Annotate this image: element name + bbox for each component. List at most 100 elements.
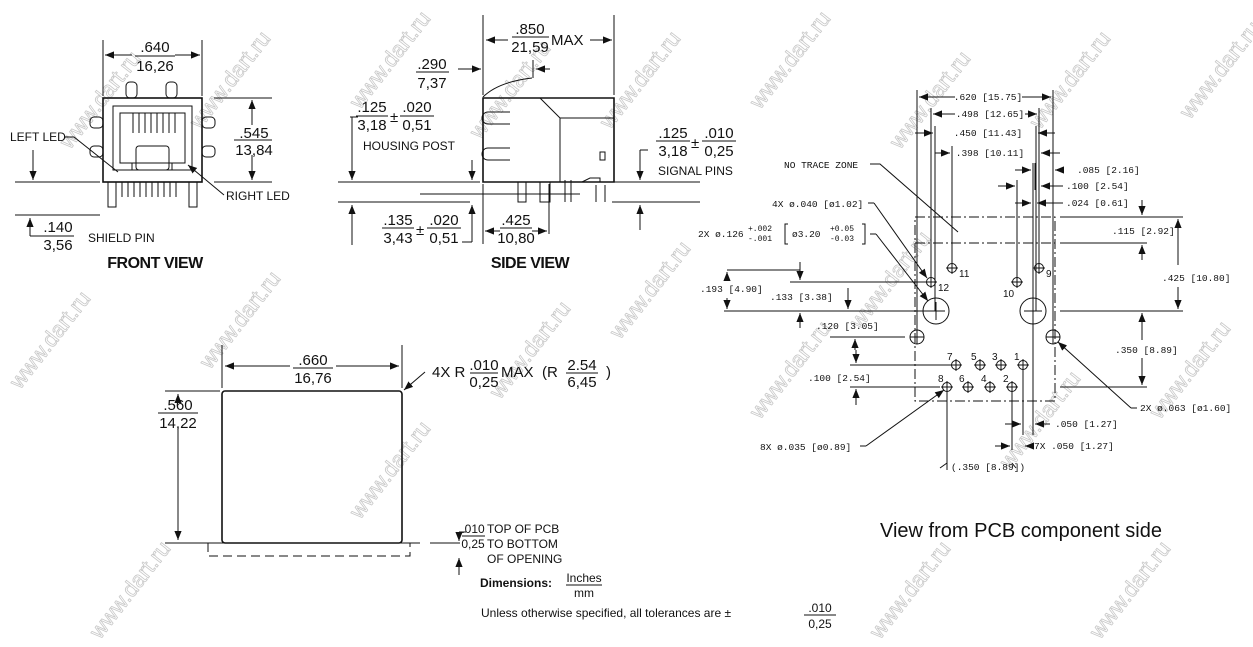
cutout-height-mm: 14,22 — [159, 415, 197, 432]
right-led-label: RIGHT LED — [226, 189, 290, 203]
pin-crosshair — [925, 276, 937, 288]
pin-crosshair — [962, 381, 974, 393]
dim-100-top: .100 [2.54] — [1066, 181, 1129, 192]
pin-crosshair — [995, 359, 1007, 371]
pin-crosshair — [1011, 276, 1023, 288]
dim-193: .193 [4.90] — [700, 284, 763, 295]
dim-7x-050: 7X .050 [1.27] — [1034, 441, 1114, 452]
dim-133: .133 [3.38] — [770, 292, 833, 303]
latch-mm: 7,37 — [417, 75, 446, 92]
pcb-offset-line: TO BOTTOM — [487, 537, 558, 551]
dim-120: .120 [3.05] — [816, 321, 879, 332]
watermark: www.dart.ru — [84, 536, 176, 644]
pcb-offset-line: OF OPENING — [487, 552, 562, 566]
post-length-tol-in: .020 — [429, 212, 458, 229]
pin-number: 8 — [938, 374, 944, 385]
hole-126-mm-tol-plus: +0.05 — [830, 225, 854, 234]
dim-620: .620 [15.75] — [954, 92, 1022, 103]
post-position-in: .425 — [501, 212, 530, 229]
front-view-title: FRONT VIEW — [107, 255, 204, 272]
signal-pins-in: .125 — [658, 125, 687, 142]
post-length-pm: ± — [416, 222, 424, 239]
width-mm: 16,26 — [136, 58, 174, 75]
pin-crosshair — [1006, 381, 1018, 393]
mounting-holes — [909, 297, 1061, 345]
pin-crosshair — [974, 359, 986, 371]
pin-number: 9 — [1046, 269, 1052, 280]
pin-crosshair — [984, 381, 996, 393]
unit-mm: mm — [574, 586, 594, 600]
watermarks: www.dart.ru www.dart.ru www.dart.ru www.… — [3, 6, 1253, 645]
pin-number: 12 — [938, 283, 950, 294]
front-view: .640 16,26 .545 13,84 .140 3,56 SHIELD P… — [10, 39, 290, 272]
height-mm: 13,84 — [235, 142, 273, 159]
hole-035-label: 8X ø.035 [ø0.89] — [760, 442, 851, 453]
hole-126-tol-plus: +.002 — [748, 225, 772, 234]
post-length-tol-mm: 0,51 — [429, 230, 458, 247]
notes: Dimensions: Inches mm Unless otherwise s… — [480, 571, 836, 631]
hole-040-label: 4X ø.040 [ø1.02] — [772, 199, 863, 210]
hole-126-mm-tol-minus: -0.03 — [830, 235, 854, 244]
tolerance-note: Unless otherwise specified, all toleranc… — [481, 606, 731, 620]
cutout-width-in: .660 — [298, 352, 327, 369]
housing-post-tol-in: .020 — [402, 99, 431, 116]
length-suffix: MAX — [551, 32, 584, 49]
no-trace-zone-label: NO TRACE ZONE — [784, 160, 858, 171]
dim-100-pitch: .100 [2.54] — [808, 373, 871, 384]
radius-alt-bottom: 6,45 — [567, 374, 596, 391]
post-length-mm: 3,43 — [383, 230, 412, 247]
pcb-view-caption: View from PCB component side — [880, 520, 1162, 542]
signal-pins-pm: ± — [691, 135, 699, 152]
pcb-offset-in: .010 — [461, 522, 485, 536]
side-view-title: SIDE VIEW — [491, 255, 571, 272]
housing-post-in: .125 — [357, 99, 386, 116]
pcb-footprint-view: .620 [15.75] .498 [12.65] .450 [11.43] .… — [698, 90, 1231, 542]
pin-number: 2 — [1003, 374, 1009, 385]
side-view: .850 21,59 MAX .290 7,37 .125 3,18 ± .02… — [338, 15, 736, 272]
latch-in: .290 — [417, 56, 446, 73]
hole-126-tol-minus: -.001 — [748, 235, 772, 244]
radius-in: .010 — [469, 357, 498, 374]
watermark: www.dart.ru — [844, 226, 936, 334]
pin-crosshair — [946, 262, 958, 274]
housing-post-tol-mm: 0,51 — [402, 117, 431, 134]
dim-115: .115 [2.92] — [1112, 226, 1175, 237]
radius-alt-suffix: ) — [606, 364, 611, 381]
signal-pins-label: SIGNAL PINS — [658, 164, 733, 178]
length-in: .850 — [515, 21, 544, 38]
signal-pins-mm: 3,18 — [658, 143, 687, 160]
cutout-height-in: .560 — [163, 397, 192, 414]
pin-number: 3 — [992, 352, 998, 363]
pin-number: 7 — [947, 352, 953, 363]
dim-450: .450 [11.43] — [954, 128, 1022, 139]
dim-498: .498 [12.65] — [956, 109, 1024, 120]
pin-crosshair — [1017, 359, 1029, 371]
watermark: www.dart.ru — [1024, 26, 1116, 134]
dim-425: .425 [10.80] — [1162, 273, 1230, 284]
panel-cutout-view: .660 16,76 .560 14,22 4X R .010 0,25 MAX… — [158, 345, 611, 575]
pcb-offset-line: TOP OF PCB — [487, 522, 559, 536]
height-in: .545 — [239, 125, 268, 142]
watermark: www.dart.ru — [194, 266, 286, 374]
hole-063-label: 2X ø.063 [ø1.60] — [1140, 403, 1231, 414]
watermark: www.dart.ru — [1084, 536, 1176, 644]
watermark: www.dart.ru — [1174, 16, 1253, 124]
width-in: .640 — [140, 39, 169, 56]
watermark: www.dart.ru — [54, 46, 146, 154]
shield-pin-mm: 3,56 — [43, 237, 72, 254]
pin-crosshair — [950, 359, 962, 371]
watermark: www.dart.ru — [184, 26, 276, 134]
left-led-label: LEFT LED — [10, 130, 66, 144]
post-position-mm: 10,80 — [497, 230, 535, 247]
post-length-in: .135 — [383, 212, 412, 229]
dim-350: .350 [8.89] — [1115, 345, 1178, 356]
unit-inches: Inches — [566, 571, 601, 585]
pin-crosshair — [941, 381, 953, 393]
dimensions-label: Dimensions: — [480, 576, 552, 590]
dim-085: .085 [2.16] — [1077, 165, 1140, 176]
pcb-offset-mm: 0,25 — [461, 537, 485, 551]
length-mm: 21,59 — [511, 39, 549, 56]
